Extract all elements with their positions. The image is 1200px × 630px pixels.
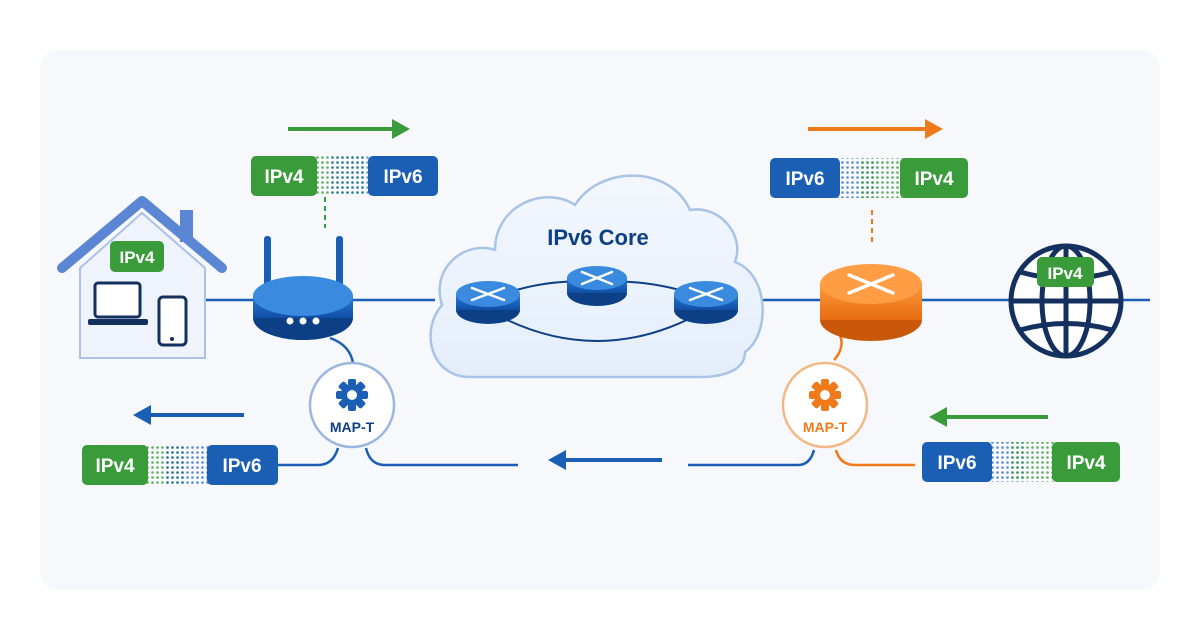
house-ipv4-badge: IPv4 xyxy=(110,241,164,272)
map-t-node-left: MAP-T xyxy=(308,361,396,449)
link-mapt-right-badge xyxy=(834,449,915,467)
gear-icon xyxy=(809,379,841,411)
svg-text:IPv6: IPv6 xyxy=(785,169,824,190)
ipv6-ipv4-badge-top-right: IPv6 IPv4 xyxy=(770,158,968,198)
link-router-mapt-left xyxy=(329,336,355,364)
globe-ipv4-badge: IPv4 xyxy=(1037,257,1094,287)
ipv4-ipv6-badge-top-left: IPv4 IPv6 xyxy=(251,156,438,196)
arrow-right-icon xyxy=(808,119,943,139)
arrow-right-icon xyxy=(288,119,410,139)
svg-text:IPv6: IPv6 xyxy=(222,456,261,477)
svg-text:IPv4: IPv4 xyxy=(1066,453,1106,474)
link-mapt-left-badge xyxy=(278,447,340,467)
arrow-left-icon xyxy=(929,407,1048,427)
house-icon xyxy=(57,196,227,359)
link-mapt-left-bottom xyxy=(364,447,518,467)
core-router-3 xyxy=(674,281,738,324)
svg-text:MAP-T: MAP-T xyxy=(330,419,375,435)
svg-text:IPv6: IPv6 xyxy=(937,453,976,474)
arrow-left-icon xyxy=(548,450,662,470)
ipv4-ipv6-badge-bottom-left: IPv4 IPv6 xyxy=(82,445,278,485)
gear-icon xyxy=(336,379,368,411)
link-mapt-right-left xyxy=(688,449,816,467)
core-router-1 xyxy=(456,281,520,324)
svg-text:IPv4: IPv4 xyxy=(120,248,156,267)
svg-text:IPv4: IPv4 xyxy=(95,456,135,477)
link-orange-router-mapt xyxy=(833,334,843,361)
svg-text:IPv6 Core: IPv6 Core xyxy=(547,225,649,250)
svg-text:IPv4: IPv4 xyxy=(264,167,304,188)
svg-text:IPv4: IPv4 xyxy=(914,169,954,190)
arrow-left-icon xyxy=(133,405,244,425)
router-icon xyxy=(820,264,922,341)
router-icon xyxy=(253,236,353,340)
phone-icon xyxy=(157,295,188,347)
map-t-node-right: MAP-T xyxy=(781,361,869,449)
connection-lines xyxy=(205,197,1150,467)
svg-text:IPv6: IPv6 xyxy=(383,167,422,188)
svg-text:IPv4: IPv4 xyxy=(1048,264,1084,283)
laptop-icon xyxy=(88,281,148,325)
svg-text:MAP-T: MAP-T xyxy=(803,419,848,435)
ipv6-ipv4-badge-bottom-right: IPv6 IPv4 xyxy=(922,442,1120,482)
core-router-2 xyxy=(567,266,627,306)
